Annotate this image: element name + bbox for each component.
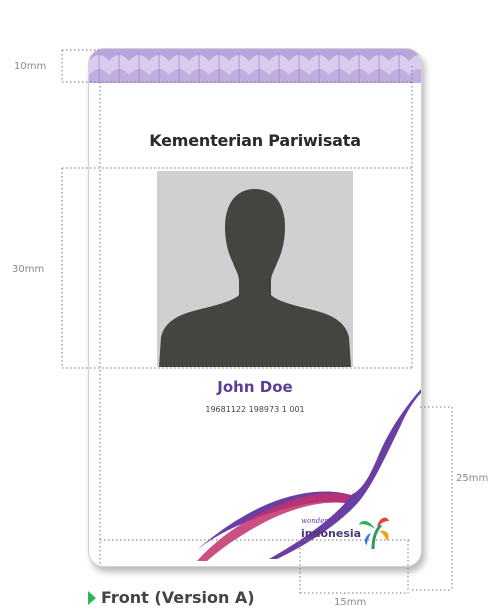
dim-logo-width-label: 15mm — [334, 597, 367, 608]
holder-name: John Doe — [217, 378, 293, 396]
caret-right-icon — [88, 590, 96, 605]
id-card: Kementerian Pariwisata John Doe 19681122… — [88, 48, 422, 567]
caption: Front (Version A) — [88, 588, 255, 607]
decorative-pattern-band — [89, 49, 421, 83]
wonderful-indonesia-logo: wonderful indonesia — [301, 511, 391, 553]
logo-flower-icon — [359, 517, 389, 550]
photo-placeholder — [157, 171, 353, 367]
dim-top-band-label: 10mm — [14, 61, 47, 72]
wonderful-indonesia-swoosh — [189, 389, 421, 561]
organization-name: Kementerian Pariwisata — [149, 131, 361, 150]
id-number: 19681122 198973 1 001 — [205, 405, 305, 414]
dim-photo-height-label: 30mm — [12, 264, 45, 275]
caption-text: Front (Version A) — [101, 588, 255, 607]
dim-logo-height-label: 25mm — [456, 473, 489, 484]
person-silhouette-icon — [159, 189, 351, 367]
logo-small-text: wonderful — [301, 517, 338, 525]
logo-big-text: indonesia — [301, 527, 362, 540]
